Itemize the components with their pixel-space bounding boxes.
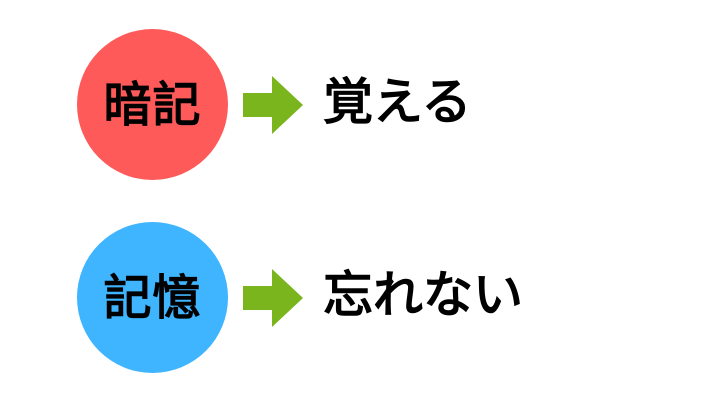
result-text-oboeru: 覚える bbox=[323, 73, 472, 131]
term-label-kioku: 記憶 bbox=[103, 269, 202, 326]
result-text-wasurenai: 忘れない bbox=[323, 266, 523, 324]
row-kioku: 記憶 忘れない bbox=[0, 222, 720, 373]
term-circle-anki: 暗記 bbox=[77, 29, 228, 180]
term-label-anki: 暗記 bbox=[103, 76, 202, 133]
row-anki: 暗記 覚える bbox=[0, 29, 720, 180]
term-circle-kioku: 記憶 bbox=[77, 222, 228, 373]
right-arrow-icon bbox=[243, 76, 303, 134]
right-arrow-icon bbox=[243, 269, 303, 327]
